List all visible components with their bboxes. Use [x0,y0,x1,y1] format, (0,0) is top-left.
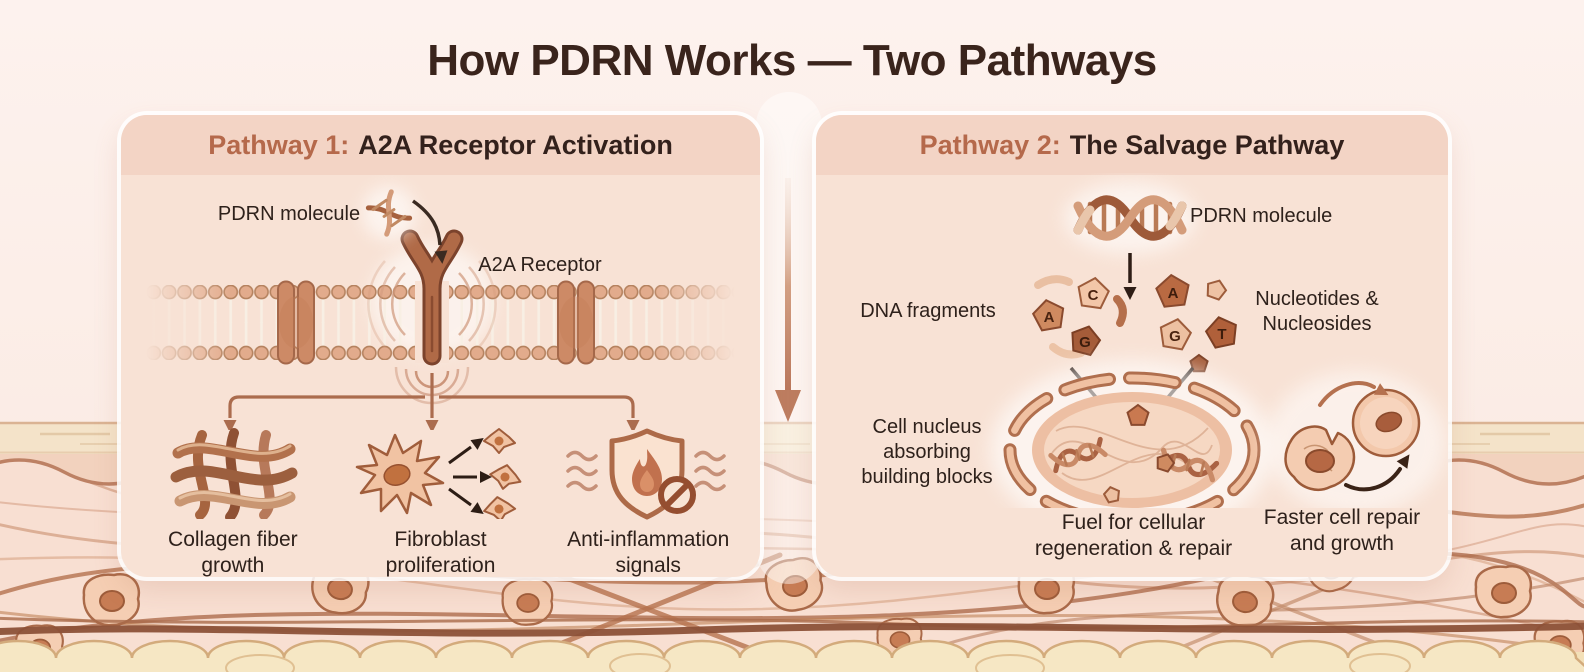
damaged-cell-icon [1284,425,1356,491]
outcome-label: Fibroblast proliferation [385,528,496,578]
receptor-membrane-diagram [146,186,735,430]
salvage-pathway-diagram: C A G A G T [990,182,1446,508]
pathway2-heading-main: The Salvage Pathway [1069,129,1345,160]
nucleotide-pentagons-icon: A G T [1155,273,1239,371]
membrane-protein-icon [277,280,595,365]
pathway1-header: Pathway 1: A2A Receptor Activation [121,115,760,175]
binding-arrow-icon [411,199,449,265]
pathway2-panel: Pathway 2: The Salvage Pathway PDRN mole… [816,115,1448,577]
dna-helix-icon [1064,182,1196,254]
nucleotides-label: Nucleotides & Nucleosides [1255,288,1379,335]
fragment-letter: G [1079,334,1091,351]
pathway1-panel: Pathway 1: A2A Receptor Activation PDRN … [121,115,760,577]
outcome-anti-inflammation: Anti-inflammation signals [544,427,752,579]
daughter-cells [483,428,522,519]
cell-repair-cycle-icon [1266,371,1446,508]
collagen-fibers-icon [168,427,298,519]
outcome-label: Collagen fiber growth [168,528,298,578]
nucleotide-letter: T [1217,326,1226,343]
pathway1-outcomes: Collagen fiber growth [129,427,752,579]
nuclear-dna-icon [1048,436,1108,474]
pdrn-molecule-label: PDRN molecule [1190,205,1333,227]
fragment-letter: A [1044,309,1055,326]
fragment-letter: C [1088,287,1099,304]
outcome-collagen: Collagen fiber growth [129,427,337,579]
nucleotide-letter: A [1168,285,1179,302]
page-title: How PDRN Works — Two Pathways [427,36,1157,85]
anti-inflammation-shield-icon [564,427,732,520]
down-arrow-icon [775,178,801,422]
outcome-fibroblast: Fibroblast proliferation [337,427,545,579]
breakdown-arrow-icon [1123,253,1137,300]
fuel-label: Fuel for cellular regeneration & repair [1034,511,1233,561]
cell-nucleus-icon [990,360,1274,508]
nucleotide-letter: G [1169,328,1181,345]
pathway2-header: Pathway 2: The Salvage Pathway [816,115,1448,175]
dna-fragments-label: DNA fragments [860,300,996,322]
cell-nucleus-label: Cell nucleus absorbing building blocks [861,416,993,488]
pathway1-heading-main: A2A Receptor Activation [358,129,673,160]
dna-fragments-icon: C A G [1031,276,1127,356]
healthy-cell-icon [1351,388,1421,458]
fibroblast-proliferation-icon [353,427,528,519]
prohibition-icon [658,476,697,514]
a2a-receptor-label: A2A Receptor [478,254,602,276]
pathway1-heading-accent: Pathway 1: [208,129,350,160]
outcome-label: Anti-inflammation signals [567,528,730,578]
pdrn-molecule-label: PDRN molecule [217,203,361,225]
branch-connector [228,373,635,418]
pathway2-heading-accent: Pathway 2: [919,129,1061,160]
y-receptor-icon [400,229,464,366]
repair-label: Faster cell repair and growth [1263,506,1421,556]
dna-helix-icon [362,186,416,240]
